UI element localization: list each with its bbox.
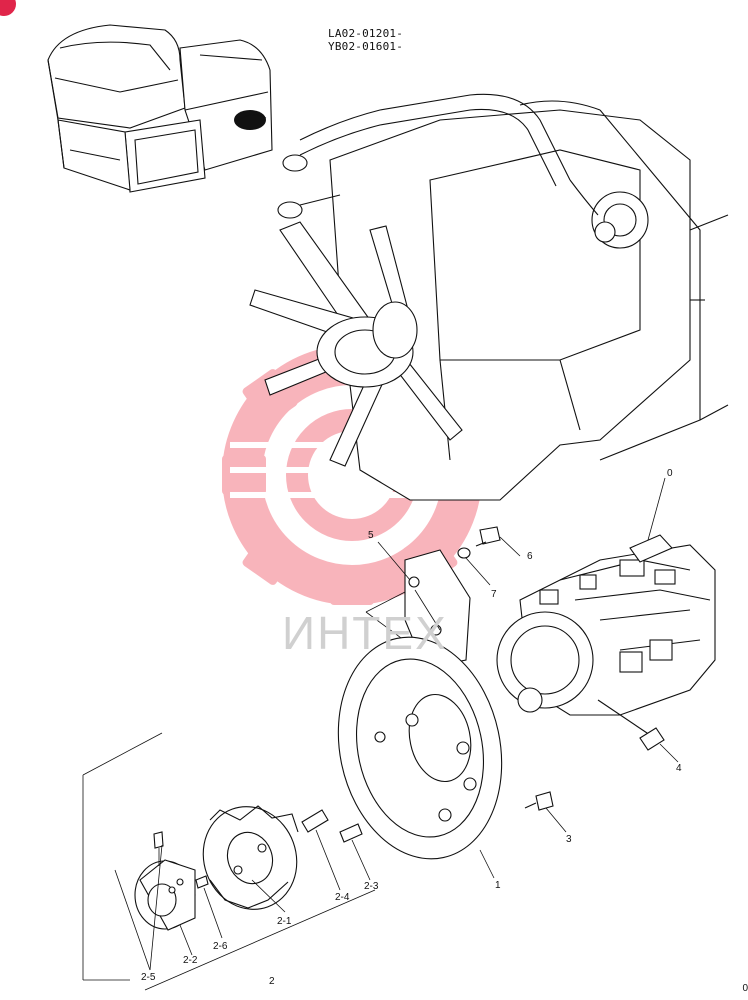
leader-lines xyxy=(114,477,679,971)
hydraulic-pump xyxy=(496,534,716,751)
callout-3: 3 xyxy=(566,834,572,845)
callout-2-5: 2-5 xyxy=(141,972,156,983)
serial-2: YB02-01601- xyxy=(328,40,404,53)
page-mark: 0 xyxy=(742,983,748,994)
engine-cover-inset xyxy=(47,24,273,193)
callout-2-2: 2-2 xyxy=(183,955,198,966)
callout-1: 1 xyxy=(495,880,501,891)
outline-lines xyxy=(82,732,376,991)
corner-badge xyxy=(0,0,16,16)
callout-2-3: 2-3 xyxy=(364,881,379,892)
callout-7: 7 xyxy=(491,589,497,600)
watermark-text: ИНТЕХ xyxy=(282,607,448,659)
engine-block xyxy=(277,93,729,501)
callout-5: 5 xyxy=(368,530,374,541)
cooling-fan xyxy=(249,221,463,467)
callout-4: 4 xyxy=(676,763,682,774)
callout-2-4: 2-4 xyxy=(335,892,350,903)
callout-2: 2 xyxy=(269,976,275,987)
callout-6: 6 xyxy=(527,551,533,562)
callout-0: 0 xyxy=(667,468,673,479)
callouts: 0 1 2 2-1 2-2 2-3 2-4 2-5 2-6 3 4 5 6 7 xyxy=(141,468,682,987)
serial-1: LA02-01201- xyxy=(328,27,404,40)
callout-2-6: 2-6 xyxy=(213,941,228,952)
coupling-hub xyxy=(134,831,209,931)
flywheel-housing xyxy=(337,636,554,860)
coupling-element xyxy=(202,805,363,910)
callout-2-1: 2-1 xyxy=(277,916,292,927)
